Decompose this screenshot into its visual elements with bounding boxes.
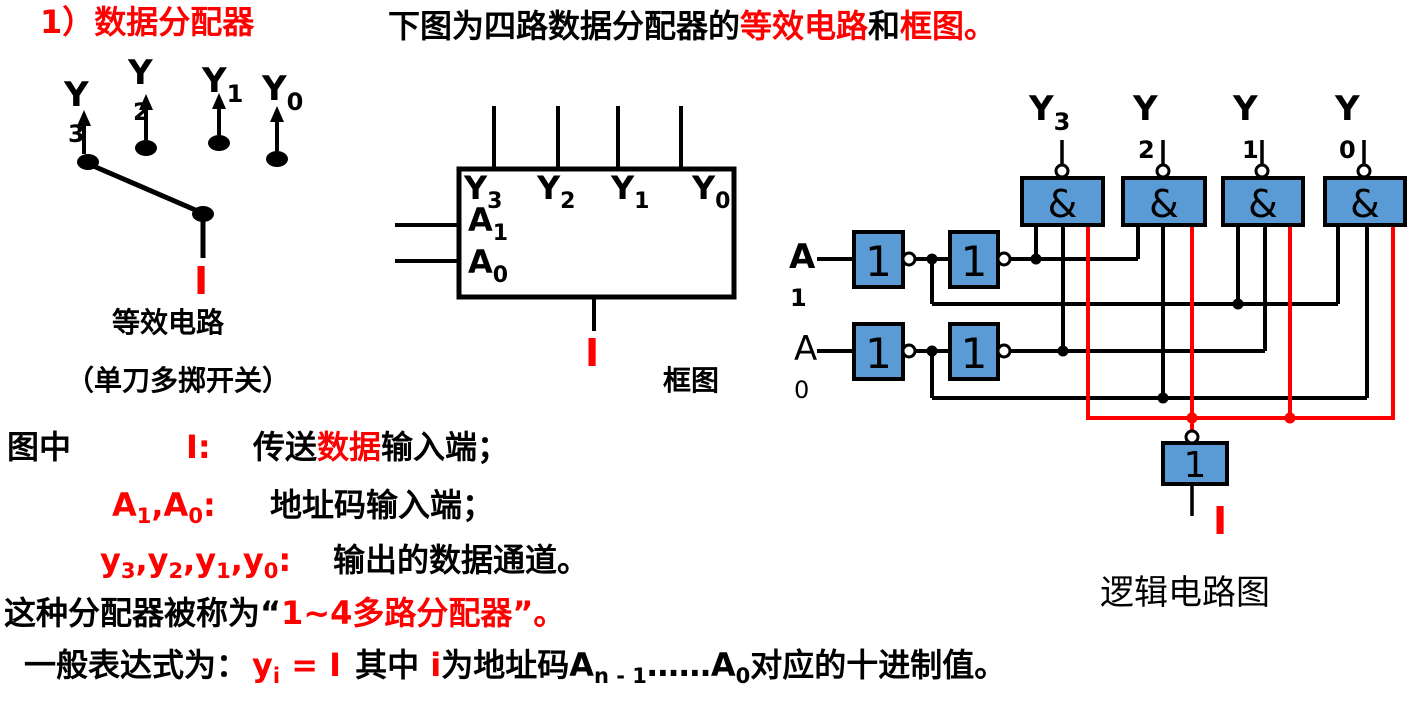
- eq-subcaption: （单刀多掷开关）: [66, 364, 291, 397]
- and-gate-y3-symbol: &: [1047, 182, 1078, 226]
- eq-output-y2-sub: 2: [133, 98, 150, 126]
- lc-output-y0-sub: 0: [1339, 136, 1356, 164]
- logic-circuit-drawing: [817, 140, 1407, 516]
- not-gate-a0-second-symbol: 1: [960, 329, 988, 378]
- eq-output-y0: Y0: [262, 69, 304, 116]
- header-part3: 和: [868, 7, 901, 45]
- not-gate-a1-second-symbol: 1: [960, 237, 988, 286]
- lc-input-a0-sub: 0: [794, 376, 810, 404]
- lc-input-a1-sub: 1: [790, 284, 807, 312]
- lc-output-y1-sub: 1: [1242, 136, 1259, 164]
- not-gate-i-symbol: 1: [1183, 445, 1207, 486]
- lc-input-a1: A: [789, 237, 816, 277]
- block-diagram-drawing: [395, 106, 737, 331]
- header-sentence: 下图为四路数据分配器的等效电路和框图。: [388, 7, 997, 45]
- note-line1-term: I:: [186, 428, 211, 466]
- bd-caption: 框图: [663, 364, 720, 397]
- page-title: 1）数据分配器: [40, 3, 255, 41]
- and-gate-y2-symbol: &: [1149, 182, 1179, 226]
- eq-output-y2: Y: [128, 53, 153, 93]
- eq-output-y1: Y1: [202, 61, 244, 108]
- note-line2-desc: 地址码输入端；: [270, 486, 495, 524]
- and-gate-y0-symbol: &: [1350, 182, 1380, 226]
- bd-output-y1: Y1: [611, 169, 650, 214]
- lc-output-y2: Y: [1133, 89, 1158, 129]
- lc-output-y3: Y3: [1029, 89, 1071, 136]
- not-gate-a1-first-symbol: 1: [865, 237, 892, 286]
- bd-input-i: I: [585, 331, 600, 375]
- and-gate-y1-symbol: &: [1248, 182, 1278, 226]
- note-line3-term: y3,y2,y1,y0:: [100, 541, 292, 583]
- lc-output-y0: Y: [1335, 89, 1360, 129]
- note-line2-term: A1,A0:: [112, 486, 216, 528]
- eq-output-y3-sub: 3: [68, 120, 85, 148]
- lc-caption: 逻辑电路图: [1100, 573, 1270, 613]
- eq-caption: 等效电路: [112, 306, 225, 339]
- eq-output-y3: Y: [64, 75, 89, 115]
- note-line1-desc: 传送数据输入端；: [253, 428, 510, 466]
- bd-input-a0: A0: [468, 243, 509, 288]
- header-part4: 框图。: [900, 7, 997, 45]
- bd-output-y3: Y3: [464, 169, 503, 214]
- note-line1-label: 图中: [7, 428, 72, 466]
- lc-output-y2-sub: 2: [1138, 136, 1155, 164]
- eq-input-i: I: [194, 259, 209, 303]
- lc-input-a0: A: [794, 329, 818, 369]
- note-line4: 这种分配器被称为“1~4多路分配器”。: [4, 594, 566, 632]
- bd-output-y0: Y0: [692, 169, 731, 214]
- not-gate-a0-first-symbol: 1: [865, 329, 892, 378]
- bd-output-y2: Y2: [537, 169, 576, 214]
- lc-output-y1: Y: [1233, 89, 1258, 129]
- header-part2: 等效电路: [740, 7, 869, 45]
- header-part1: 下图为四路数据分配器的: [388, 7, 741, 45]
- note-line3-desc: 输出的数据通道。: [333, 541, 590, 579]
- equivalent-circuit-drawing: [77, 93, 288, 258]
- lc-input-i: I: [1213, 499, 1228, 543]
- bd-input-a1: A1: [468, 201, 509, 246]
